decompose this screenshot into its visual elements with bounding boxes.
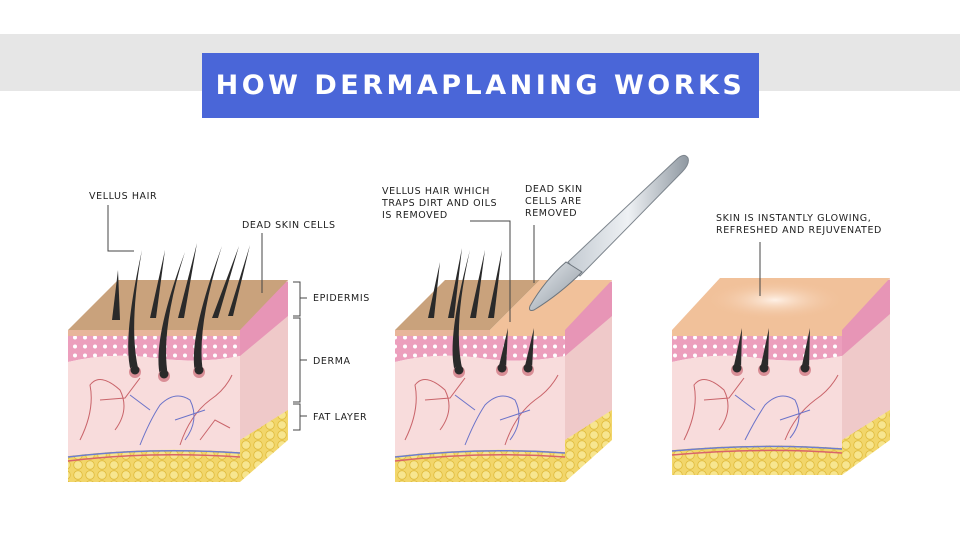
label-vellus-removed-line3: IS REMOVED [382,210,448,221]
label-glowing-line1: SKIN IS INSTANTLY GLOWING, [716,213,871,224]
label-dead-skin-cells: DEAD SKIN CELLS [242,220,336,231]
label-vellus-removed-line1: VELLUS HAIR WHICH [382,186,490,197]
dead-skin-surface [68,280,288,330]
derma-layer [68,355,240,456]
fat-layer [68,449,240,482]
label-vellus-hair: VELLUS HAIR [89,191,157,202]
scalpel-icon [529,154,689,311]
label-fat-layer: FAT LAYER [313,412,367,423]
label-dead-removed-line3: REMOVED [525,208,577,219]
label-glowing-line2: REFRESHED AND REJUVENATED [716,225,882,236]
label-vellus-removed-line2: TRAPS DIRT AND OILS [381,198,497,209]
title-banner: HOW DERMAPLANING WORKS [202,53,759,118]
skin-block-after [671,278,890,475]
skin-block-before [67,243,288,482]
label-dead-removed-line2: CELLS ARE [525,196,582,207]
fresh-skin-surface [490,280,612,330]
label-derma: DERMA [313,356,351,367]
label-epidermis: EPIDERMIS [313,293,370,304]
label-dead-removed-line1: DEAD SKIN [525,184,583,195]
skin-block-during [394,248,612,482]
page-title: HOW DERMAPLANING WORKS [215,70,746,101]
